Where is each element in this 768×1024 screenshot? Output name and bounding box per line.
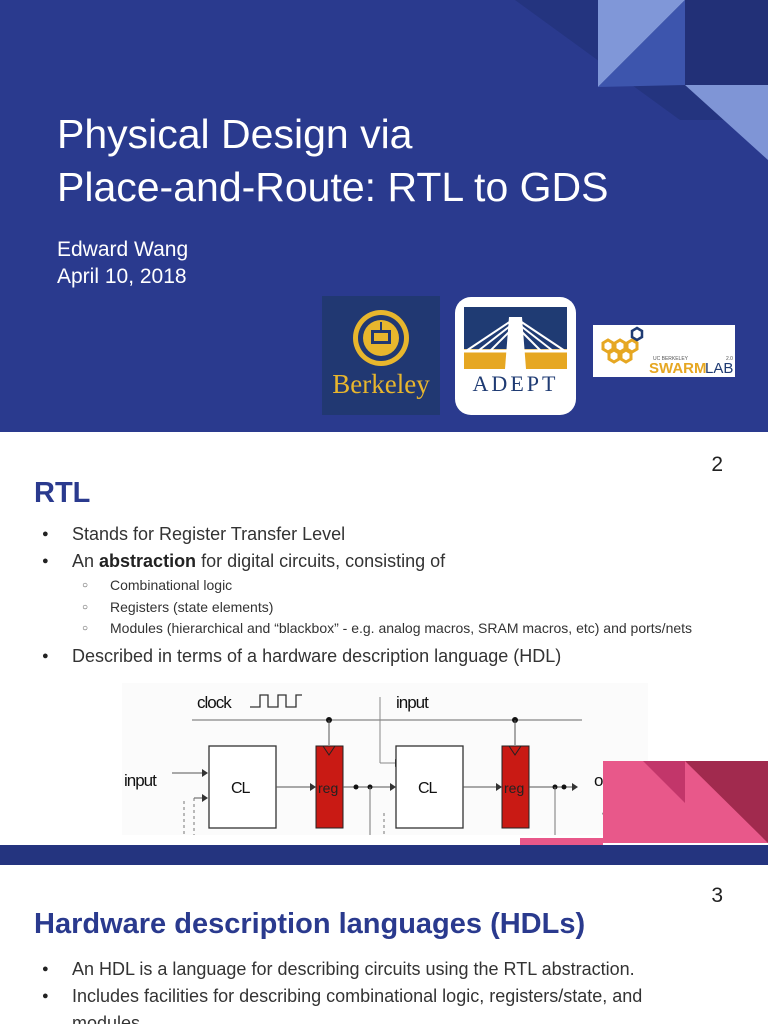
title-line-2: Place-and-Route: RTL to GDS (57, 164, 609, 210)
cl-label-2: CL (418, 780, 438, 797)
lab-wordmark: LAB (705, 360, 733, 377)
slide-heading: Hardware description languages (HDLs) (34, 908, 586, 940)
slide-number: 2 (711, 453, 723, 476)
rtl-slide: 2 RTL Stands for Register Transfer Level… (0, 433, 768, 865)
presentation-title: Physical Design via Place-and-Route: RTL… (57, 108, 677, 214)
corner-decoration (515, 0, 768, 160)
reg-label-1: reg (318, 780, 338, 796)
combinational-logic-block (208, 745, 277, 829)
sub-bullet-item: Registers (state elements) (42, 597, 692, 619)
title-line-1: Physical Design via (57, 111, 413, 157)
bullet-list: Stands for Register Transfer Level An ab… (42, 521, 692, 670)
adept-logo: ADEPT (455, 297, 576, 415)
bullet-item: An abstraction for digital circuits, con… (42, 548, 692, 575)
author-name: Edward Wang (57, 238, 189, 261)
berkeley-wordmark: Berkeley (332, 369, 430, 399)
input-top-label: input (396, 693, 429, 712)
clock-label: clock (197, 693, 232, 712)
swarm-subtitle: UC BERKELEY (653, 356, 689, 362)
bullet-item: Stands for Register Transfer Level (42, 521, 692, 548)
sub-bullet-item: Combinational logic (42, 575, 692, 597)
berkeley-logo: Berkeley (322, 296, 440, 415)
bullet-continuation: modules (72, 1013, 141, 1024)
combinational-logic-block (395, 745, 464, 829)
presentation-date: April 10, 2018 (57, 265, 187, 288)
cl-label-1: CL (231, 780, 251, 797)
reg-label-2: reg (504, 780, 524, 796)
berkeley-seal-icon (353, 310, 409, 366)
adept-wordmark: ADEPT (472, 371, 559, 396)
swarm-wordmark: SWARM (649, 360, 707, 377)
bullet-item: Described in terms of a hardware descrip… (42, 643, 692, 670)
slide-number: 3 (711, 884, 723, 907)
title-slide: Physical Design via Place-and-Route: RTL… (0, 0, 768, 432)
slide-heading: RTL (34, 477, 91, 509)
sub-bullet-item: Modules (hierarchical and “blackbox” - e… (42, 618, 692, 640)
clock-waveform (250, 694, 302, 708)
author-block: Edward Wang April 10, 2018 (57, 236, 188, 290)
register-block (501, 745, 530, 829)
bullet-item: Includes facilities for describing combi… (42, 983, 642, 1010)
slide-footer-decoration (0, 761, 768, 865)
bullet-item: An HDL is a language for describing circ… (42, 956, 642, 983)
bullet-list: An HDL is a language for describing circ… (42, 956, 642, 1024)
bridge-icon (464, 307, 567, 369)
input-left-label: input (124, 771, 157, 790)
swarm-hexagon-icon: UC BERKELEY SWARM LAB 2.0 (601, 326, 733, 377)
swarm-version: 2.0 (726, 356, 733, 362)
emphasis-abstraction: abstraction (99, 551, 197, 571)
hdl-slide: 3 Hardware description languages (HDLs) … (0, 866, 768, 1024)
swarm-lab-logo: UC BERKELEY SWARM LAB 2.0 (593, 325, 735, 377)
rtl-pipeline-diagram: clock input input CL reg (122, 683, 648, 835)
